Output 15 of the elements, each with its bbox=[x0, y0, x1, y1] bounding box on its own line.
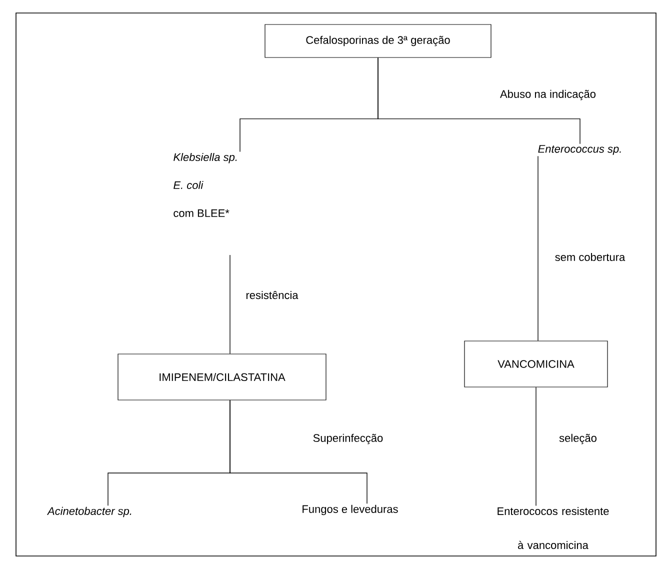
drug-box: VANCOMICINA bbox=[464, 340, 608, 388]
edge-label: resistência bbox=[244, 290, 300, 300]
edge-label: Abuso na indicação bbox=[499, 88, 598, 102]
edge-label: seleção bbox=[558, 432, 598, 446]
organism-label: Acinetobacter sp. bbox=[46, 506, 132, 518]
organism-label: Klebsiella sp. E. coli com BLEE* bbox=[174, 152, 237, 218]
connector-line bbox=[230, 400, 368, 504]
drug-box: Cefalosporinas de 3ª geração bbox=[264, 24, 492, 58]
edge-label: sem cobertura bbox=[554, 252, 626, 262]
connector-line bbox=[378, 57, 580, 144]
organism-label: Enterococcus sp. bbox=[538, 145, 621, 155]
edge-label: Superinfecção bbox=[312, 432, 384, 446]
organism-label: Fungos e leveduras bbox=[302, 504, 398, 516]
drug-box: IMIPENEM/CILASTATINA bbox=[118, 354, 326, 400]
organism-label: Enterococos resistente à vancomicina bbox=[498, 506, 609, 550]
